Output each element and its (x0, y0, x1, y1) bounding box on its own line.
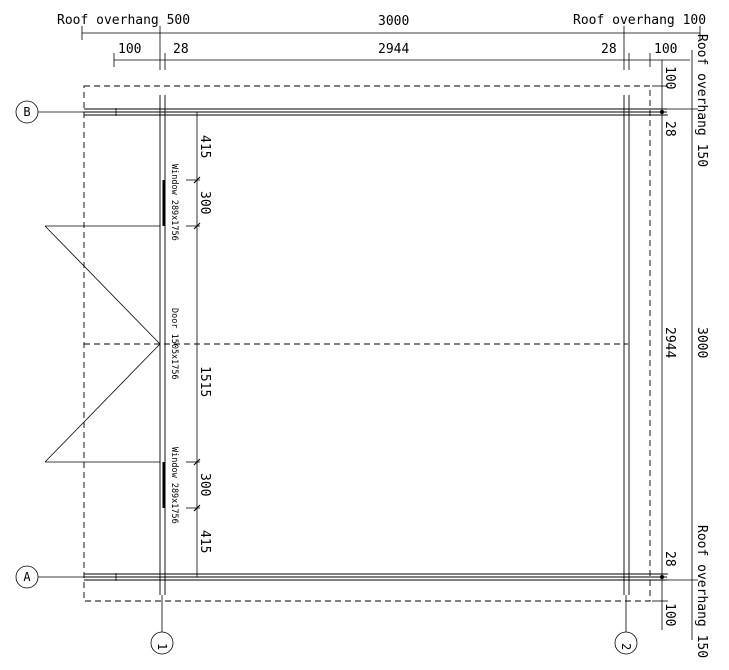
top-right-offset: 100 (654, 42, 677, 57)
right-wall-bottom: 28 (662, 551, 677, 567)
top-left-wall: 28 (173, 42, 189, 57)
door-label: Door 1505x1756 (169, 308, 179, 380)
top-roof-overhang-right: Roof overhang 100 (573, 13, 706, 28)
top-roof-overhang-left: Roof overhang 500 (57, 13, 190, 28)
window-bottom-label: Window 289x1756 (169, 447, 179, 524)
right-inner-dimension: 2944 (662, 327, 677, 358)
wall-dimension-chain (186, 112, 201, 577)
roof-outline (83, 85, 651, 602)
right-roof-overhang-bottom: Roof overhang 150 (694, 525, 709, 658)
right-offset-bottom: 100 (662, 603, 677, 626)
grid-label-1: 1 (155, 643, 169, 650)
right-dimensions (652, 50, 698, 640)
wall-dim-300-top: 300 (197, 191, 212, 214)
wall-dim-300-bottom: 300 (197, 473, 212, 496)
window-top-label: Window 289x1756 (169, 164, 179, 241)
grid-label-b: B (23, 105, 30, 119)
top-dimensions (81, 26, 701, 70)
wall-dim-415-bottom: 415 (197, 530, 212, 553)
right-roof-overhang-top: Roof overhang 150 (694, 34, 709, 167)
grid-label-2: 2 (619, 643, 633, 650)
walls (84, 95, 667, 595)
wall-dim-415-top: 415 (197, 135, 212, 158)
top-right-wall: 28 (601, 42, 617, 57)
grid-markers (15, 100, 638, 655)
openings (44, 180, 166, 508)
top-inner-dimension: 2944 (378, 42, 409, 57)
right-offset-top: 100 (662, 66, 677, 89)
grid-label-a: A (23, 570, 31, 584)
right-wall-top: 28 (662, 121, 677, 137)
right-total-dimension: 3000 (694, 327, 709, 358)
top-left-offset: 100 (118, 42, 141, 57)
wall-dim-1515: 1515 (197, 366, 212, 397)
top-total-dimension: 3000 (378, 14, 409, 29)
